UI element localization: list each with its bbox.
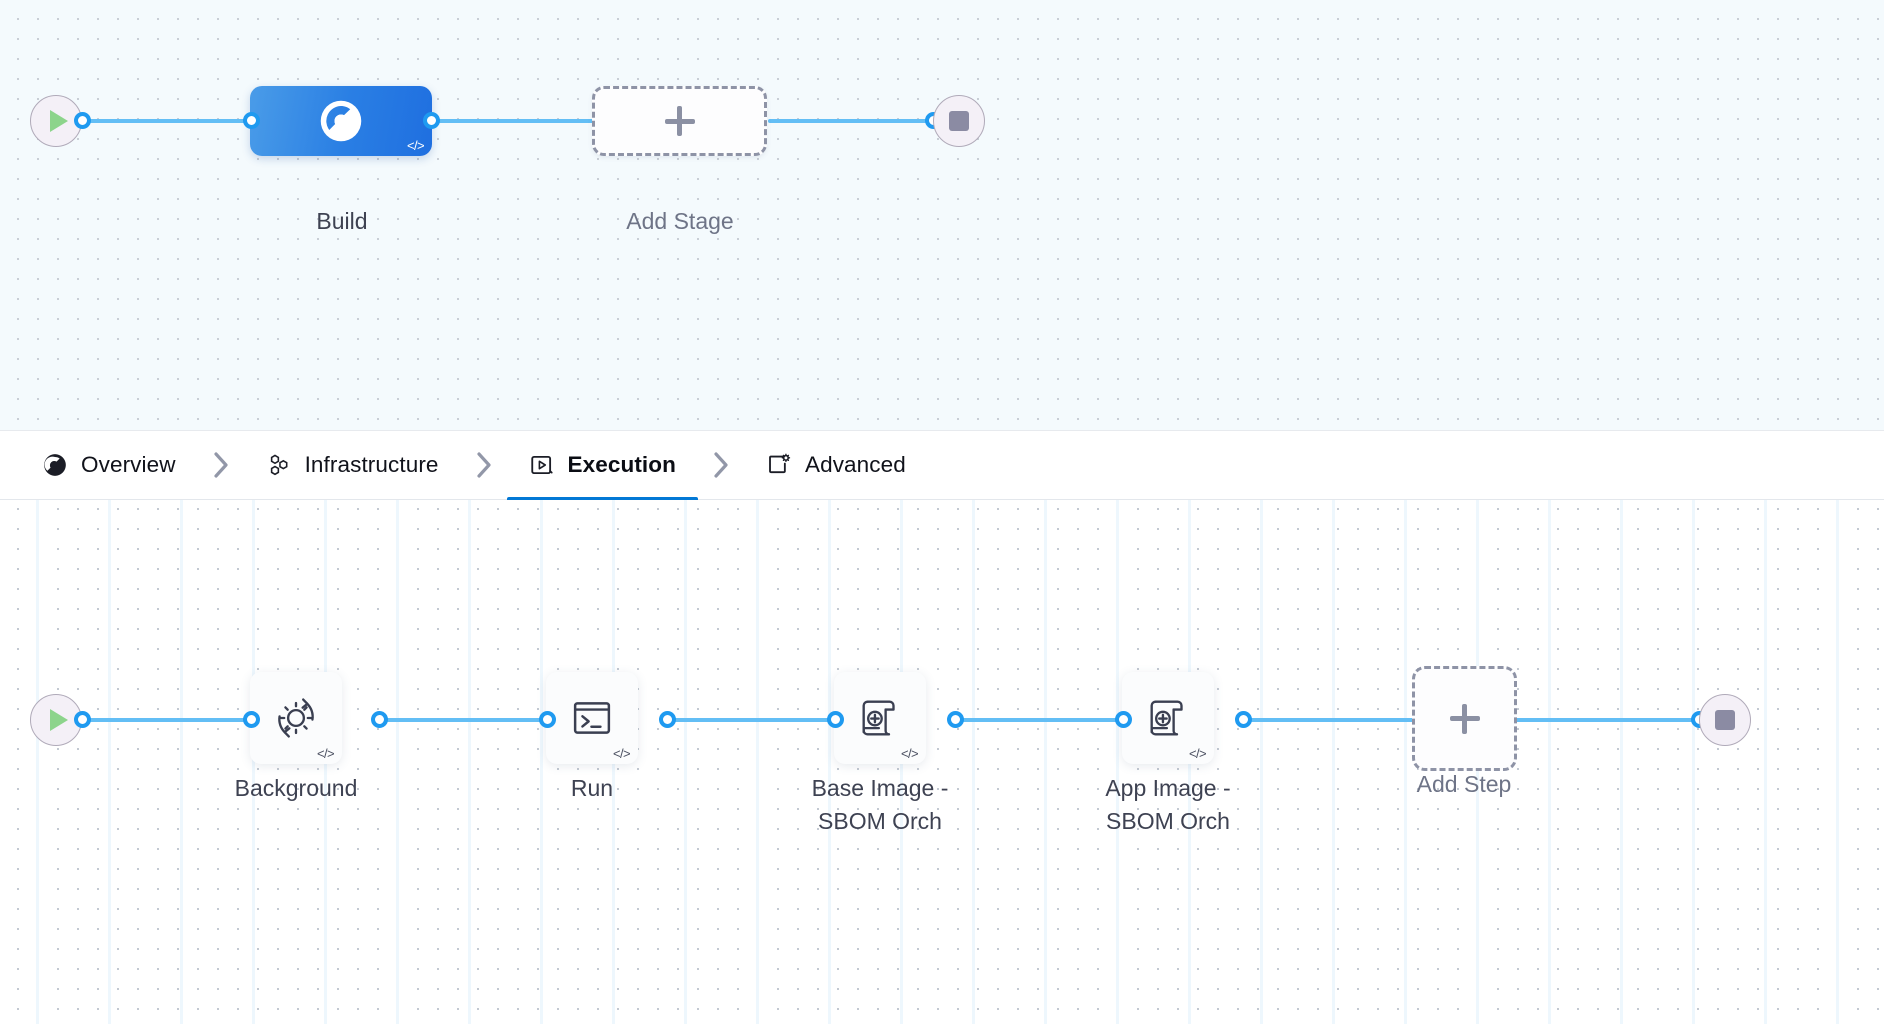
tab-overview-label: Overview: [81, 452, 176, 477]
connector-dot-exec-start-out[interactable]: [74, 711, 91, 728]
harness-ci-icon: [320, 100, 362, 142]
chevron-right-icon: [476, 452, 491, 478]
hexagon-cluster-icon: [270, 454, 288, 476]
advanced-gear-box-icon: [769, 453, 791, 474]
execution-end-node[interactable]: [1699, 694, 1751, 746]
step-node-app-image-label: App Image - SBOM Orch: [1105, 775, 1231, 835]
stop-icon: [1715, 710, 1735, 730]
wire-base-image-to-app-image: [952, 718, 1130, 722]
tab-overview[interactable]: Overview: [20, 431, 198, 500]
play-icon: [49, 110, 68, 132]
connector-dot-base-image-out[interactable]: [947, 711, 964, 728]
stage-graph-canvas[interactable]: </> Build Add Stage: [0, 0, 1884, 430]
code-badge: </>: [407, 138, 425, 153]
overview-pie-icon: [44, 454, 66, 476]
connector-dot-build-out[interactable]: [423, 112, 440, 129]
connector-dot-base-image-in[interactable]: [827, 711, 844, 728]
stage-node-build[interactable]: </>: [250, 86, 432, 156]
wire-add-step-to-end: [1468, 718, 1698, 722]
connector-dot-build-in[interactable]: [243, 112, 260, 129]
code-badge: </>: [613, 746, 631, 761]
stage-config-tabs: Overview Infrastructure: [0, 430, 1884, 501]
gear-refresh-icon: [278, 698, 314, 738]
step-node-run[interactable]: </>: [546, 672, 638, 764]
tab-separator-3: [698, 448, 744, 482]
tab-execution[interactable]: Execution: [506, 431, 699, 501]
wire-start-to-build: [82, 119, 258, 123]
tab-infrastructure[interactable]: Infrastructure: [244, 431, 461, 500]
tab-advanced[interactable]: Advanced: [744, 431, 928, 500]
connector-dot-background-in[interactable]: [243, 711, 260, 728]
tab-separator-1: [198, 448, 244, 482]
tab-advanced-label: Advanced: [804, 452, 906, 477]
connector-dot-app-image-out[interactable]: [1235, 711, 1252, 728]
tab-execution-label: Execution: [567, 452, 676, 477]
wire-run-to-base-image: [664, 718, 842, 722]
add-stage-node[interactable]: [592, 86, 767, 156]
plus-icon: [664, 106, 695, 136]
step-node-base-image-sbom-orch[interactable]: </>: [834, 672, 926, 764]
code-badge: </>: [1189, 746, 1207, 761]
wire-start-to-background: [82, 718, 258, 722]
scroll-plus-icon: [862, 700, 895, 736]
stage-node-build-label: Build: [316, 208, 368, 234]
code-badge: </>: [901, 746, 919, 761]
terminal-icon: [573, 702, 611, 734]
connector-dot-background-out[interactable]: [371, 711, 388, 728]
wire-app-image-to-add-step: [1240, 718, 1500, 722]
chevron-right-icon: [714, 452, 728, 478]
connector-dot-app-image-in[interactable]: [1115, 711, 1132, 728]
pipeline-end-node[interactable]: [933, 95, 985, 147]
connector-dot-run-out[interactable]: [659, 711, 676, 728]
code-badge: </>: [317, 746, 335, 761]
step-node-app-image-sbom-orch[interactable]: </>: [1122, 672, 1214, 764]
step-node-base-image-label: Base Image - SBOM Orch: [811, 775, 949, 835]
play-icon: [49, 709, 68, 731]
add-step-label: Add Step: [1416, 771, 1512, 797]
tab-separator-2: [461, 448, 507, 482]
chevron-right-icon: [213, 452, 228, 478]
wire-background-to-run: [376, 718, 554, 722]
step-node-background-label: Background: [234, 775, 358, 801]
add-step-node[interactable]: [1412, 666, 1517, 771]
wire-add-stage-to-end: [768, 119, 960, 123]
connector-dot-start-out[interactable]: [74, 112, 91, 129]
add-stage-label: Add Stage: [626, 208, 734, 234]
execution-play-box-icon: [530, 455, 553, 475]
step-node-run-label: Run: [570, 775, 614, 801]
plus-icon: [1449, 703, 1480, 734]
step-node-background[interactable]: </>: [250, 672, 342, 764]
connector-dot-run-in[interactable]: [539, 711, 556, 728]
scroll-plus-icon: [1150, 700, 1183, 736]
execution-graph-canvas[interactable]: </> Background </> Run: [0, 500, 1884, 1024]
stop-icon: [949, 111, 969, 131]
tab-infrastructure-label: Infrastructure: [304, 452, 439, 477]
pipeline-start-node[interactable]: [30, 95, 82, 147]
wire-build-to-add-stage: [428, 119, 598, 123]
